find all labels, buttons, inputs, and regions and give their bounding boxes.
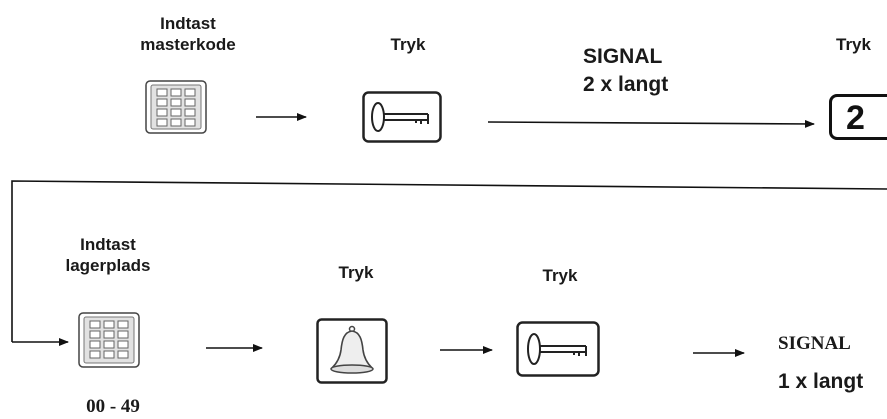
enter-storage-label: Indtast lagerplads — [65, 235, 151, 275]
keypad-icon — [78, 312, 140, 368]
signal-line1-row2: SIGNAL — [778, 333, 851, 354]
signal-line1: SIGNAL — [583, 45, 663, 68]
keypad-icon — [145, 80, 207, 134]
digit-button-text: 2 — [846, 99, 865, 137]
press-key-label: Tryk — [390, 35, 426, 54]
press-two-label: Tryk — [836, 35, 871, 54]
key-icon — [516, 321, 600, 377]
arrow-icon — [487, 119, 815, 128]
press-bell-label: Tryk — [338, 263, 374, 282]
signal-line2: 2 x langt — [583, 73, 669, 96]
bell-icon — [316, 318, 388, 384]
key-icon — [362, 91, 442, 143]
signal-line2-row2: 1 x langt — [778, 370, 864, 393]
storage-range-label: 00 - 49 — [86, 396, 140, 417]
enter-master-code-label: Indtast masterkode — [140, 14, 236, 54]
return-connector-line — [11, 180, 887, 342]
digit-button-icon: 2 — [829, 94, 887, 140]
press-key-label-2: Tryk — [542, 266, 578, 285]
